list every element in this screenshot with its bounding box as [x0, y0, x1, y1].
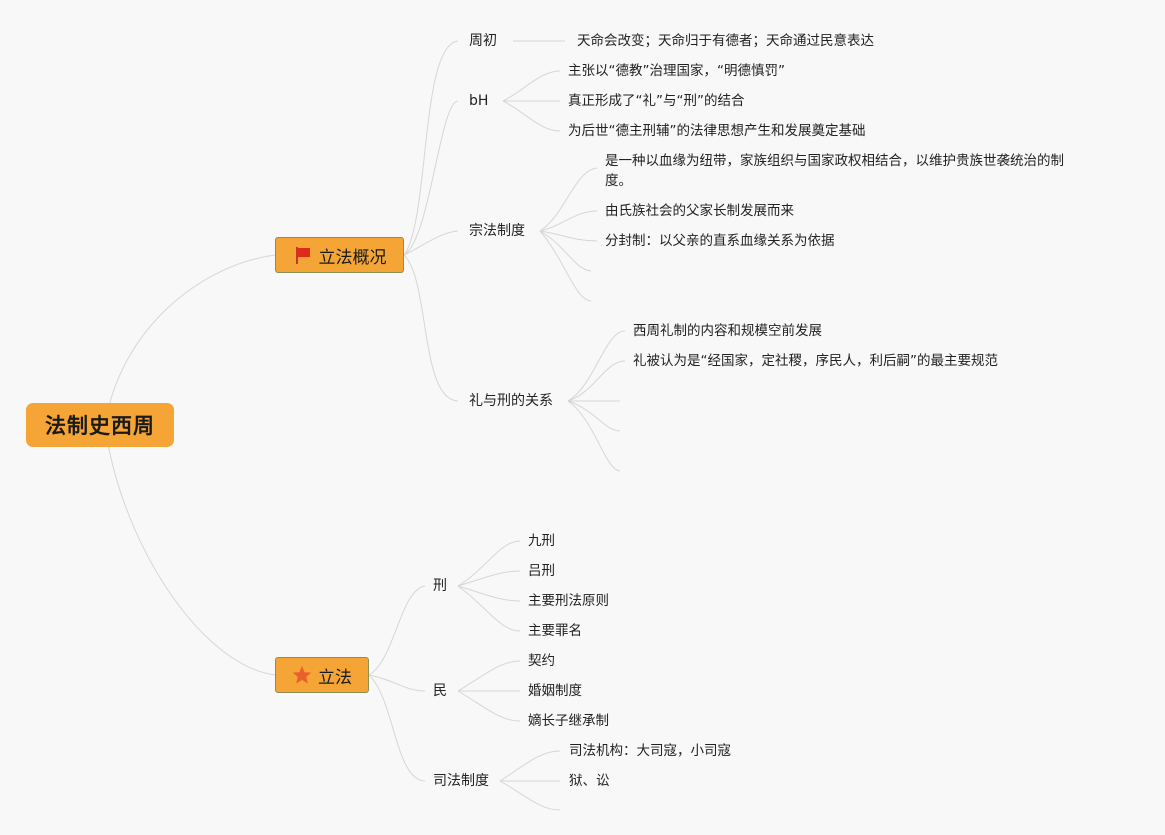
leaf-min-2[interactable]: 婚姻制度: [528, 683, 582, 699]
leaf-bh-1[interactable]: 主张以“德教”治理国家，“明德慎罚”: [568, 63, 785, 79]
branch-node-legislation-overview[interactable]: 立法概况: [275, 237, 404, 273]
leaf-sifa-2[interactable]: 狱、讼: [569, 773, 610, 789]
leaf-li-xing-2[interactable]: 礼被认为是“经国家，定社稷，序民人，利后嗣”的最主要规范: [633, 353, 998, 369]
leaf-li-xing-1[interactable]: 西周礼制的内容和规模空前发展: [633, 323, 822, 339]
root-node[interactable]: 法制史西周: [26, 403, 174, 447]
topic-min[interactable]: 民: [433, 683, 447, 699]
topic-zhouchu[interactable]: 周初: [469, 33, 497, 49]
topic-sifa[interactable]: 司法制度: [433, 773, 489, 789]
leaf-bh-3[interactable]: 为后世“德主刑辅”的法律思想产生和发展奠定基础: [568, 123, 866, 139]
topic-xing[interactable]: 刑: [433, 578, 447, 594]
orange-star-icon: [292, 666, 312, 684]
branch-label-legislation-overview: 立法概况: [318, 247, 387, 268]
leaf-xing-1[interactable]: 九刑: [528, 533, 555, 549]
leaf-min-1[interactable]: 契约: [528, 653, 555, 669]
leaf-bh-2[interactable]: 真正形成了“礼”与“刑”的结合: [568, 93, 745, 109]
branch-label-legislation: 立法: [318, 667, 352, 688]
leaf-zongfa-3[interactable]: 分封制：以父亲的直系血缘关系为依据: [605, 233, 835, 249]
leaf-sifa-1[interactable]: 司法机构：大司寇，小司寇: [569, 743, 731, 759]
leaf-zongfa-2[interactable]: 由氏族社会的父家长制发展而来: [605, 203, 794, 219]
leaf-xing-3[interactable]: 主要刑法原则: [528, 593, 609, 609]
branch-node-legislation[interactable]: 立法: [275, 657, 369, 693]
topic-bh[interactable]: bH: [469, 93, 489, 109]
leaf-min-3[interactable]: 嫡长子继承制: [528, 713, 609, 729]
topic-zongfa[interactable]: 宗法制度: [469, 223, 525, 239]
root-label: 法制史西周: [45, 414, 155, 438]
leaf-xing-2[interactable]: 吕刑: [528, 563, 555, 579]
red-flag-icon: [295, 247, 310, 264]
leaf-xing-4[interactable]: 主要罪名: [528, 623, 582, 639]
topic-li-xing[interactable]: 礼与刑的关系: [469, 393, 553, 409]
leaf-zhouchu-1[interactable]: 天命会改变；天命归于有德者；天命通过民意表达: [577, 33, 874, 49]
leaf-zongfa-1[interactable]: 是一种以血缘为纽带，家族组织与国家政权相结合，以维护贵族世袭统治的制度。: [605, 153, 1064, 189]
